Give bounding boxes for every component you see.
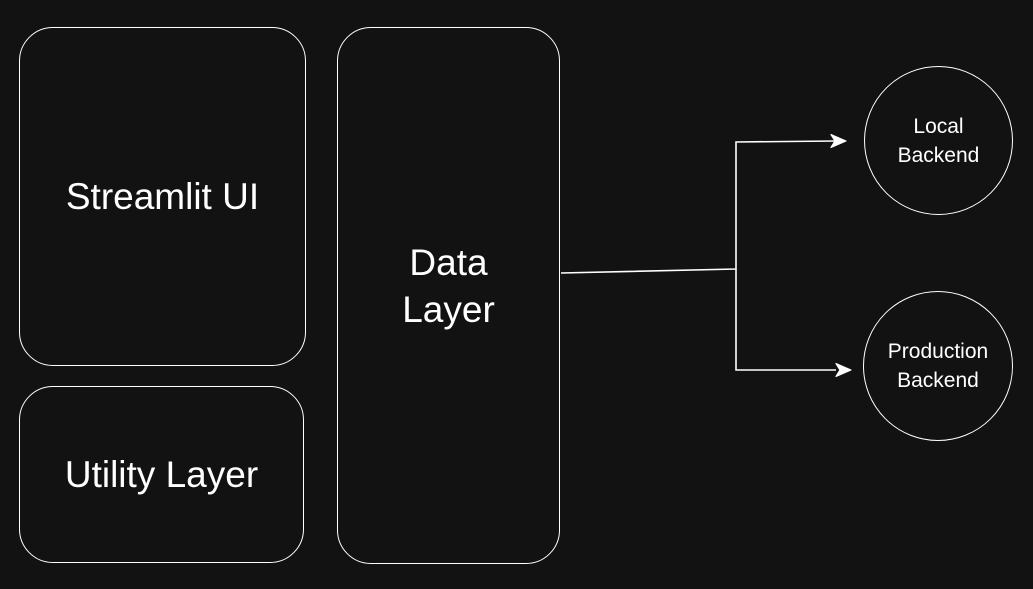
production-backend-node: Production Backend [863,291,1013,441]
utility-layer-box: Utility Layer [19,386,304,563]
edge-data-to-local [560,140,837,274]
edge-data-to-production [735,269,836,371]
arrowhead-production [835,362,852,378]
arrowhead-local [830,133,847,149]
production-backend-label: Production Backend [887,340,989,392]
local-backend-label: Local Backend [897,114,980,167]
data-layer-label: Data Layer [402,241,495,330]
streamlit-ui-box: Streamlit UI [19,27,306,366]
data-layer-box: Data Layer [337,27,560,564]
utility-layer-label: Utility Layer [64,454,259,495]
streamlit-ui-label: Streamlit UI [65,176,260,217]
local-backend-node: Local Backend [864,66,1013,215]
